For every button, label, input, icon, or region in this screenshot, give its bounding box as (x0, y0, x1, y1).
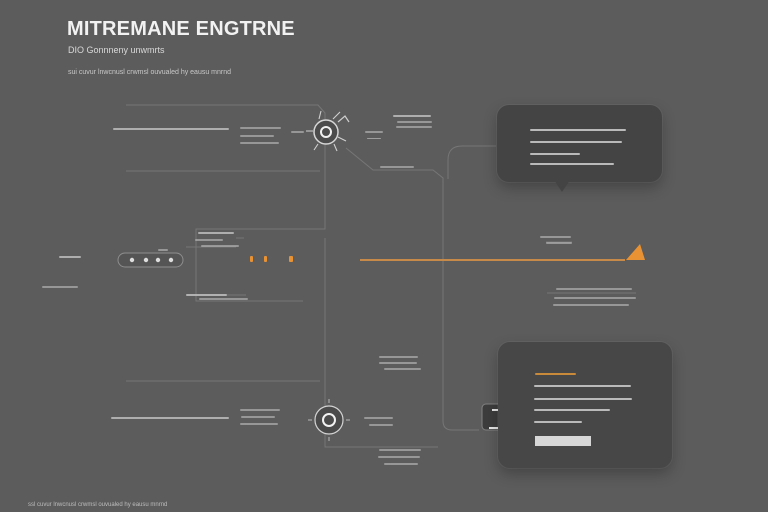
gear-node-inner (320, 126, 332, 138)
pill-node-dot-4 (168, 257, 174, 263)
page-footer: ssl cuvur lnwcnusl crwmsl ouvualed hy ea… (28, 502, 168, 508)
note-left-bottom-2 (240, 409, 280, 411)
note-right-lower-3 (553, 304, 629, 306)
note-center-bottom-1 (364, 417, 393, 419)
note-left-top-4 (240, 142, 279, 144)
ring-node-inner (322, 413, 336, 427)
gear-node-spokes (306, 110, 347, 152)
page-caption: sui cuvur lnwcnusl crwmsl ouvualed hy ea… (68, 69, 232, 76)
lower-panel-line-4 (534, 421, 582, 423)
left-upper-path (126, 104, 326, 302)
note-center-lower-2 (379, 362, 417, 364)
note-left-top-5 (291, 131, 304, 133)
gear-node-icon (306, 110, 350, 152)
note-center-top-3 (396, 126, 432, 128)
note-far-left-2 (42, 286, 78, 288)
note-left-bottom-3 (241, 416, 275, 418)
note-left-top-3 (240, 135, 274, 137)
ring-node-icon (308, 399, 350, 441)
note-lower-left-1 (186, 294, 227, 296)
note-left-bottom-4 (240, 423, 278, 425)
note-center-lower-1 (379, 356, 418, 358)
lower-panel-orange-line (535, 373, 576, 375)
note-left-top-1 (113, 128, 229, 130)
note-left-bottom-1 (111, 417, 229, 419)
note-center-top-5 (367, 138, 381, 139)
note-right-mid-1 (540, 236, 571, 238)
lower-panel-line-2 (534, 398, 632, 400)
upper-panel-feed (447, 145, 496, 179)
note-center-top-2 (397, 121, 432, 123)
page-title: MITREMANE ENGTRNE (67, 18, 295, 40)
pill-node-icon (117, 252, 184, 268)
center-right-path (345, 147, 479, 431)
note-center-lower-3 (384, 368, 421, 370)
center-lower-path (324, 238, 438, 448)
pill-node-dot-2 (143, 257, 149, 263)
accent-dot-a (250, 256, 253, 262)
arrow-head-icon (626, 244, 645, 260)
page-subtitle: DIO Gonnneny unwmrts (68, 45, 165, 55)
ring-node-ticks (308, 399, 350, 441)
lower-info-panel (498, 342, 672, 468)
note-center-top-6 (380, 166, 414, 168)
accent-dot-b (264, 256, 267, 262)
note-lower-left-2 (199, 298, 248, 300)
pill-node-dot-1 (129, 257, 135, 263)
note-center-bottom-2 (369, 424, 393, 426)
note-mid-left-3 (201, 245, 239, 247)
note-center-top-1 (393, 115, 431, 117)
main-accent-line (84, 244, 645, 262)
note-far-left-1 (59, 256, 81, 258)
upper-panel-line-4 (530, 163, 614, 165)
lower-panel-line-1 (534, 385, 631, 387)
note-mid-left-2 (195, 239, 223, 241)
gear-node-fin (337, 115, 350, 123)
ring-node-outer (314, 405, 344, 435)
accent-dot-c (289, 256, 293, 262)
upper-info-panel (497, 105, 662, 192)
lower-panel-bar (535, 436, 591, 446)
pill-node-body (117, 252, 184, 268)
note-mid-left-4 (158, 249, 168, 251)
note-right-lower-2 (554, 297, 636, 299)
note-left-top-2 (240, 127, 281, 129)
note-bottom-1 (379, 449, 421, 451)
upper-panel-line-1 (530, 129, 626, 131)
upper-panel-line-2 (530, 141, 622, 143)
pill-node-dot-3 (155, 257, 161, 263)
note-bottom-2 (378, 456, 420, 458)
connector-lines (126, 104, 636, 448)
upper-panel-line-3 (530, 153, 580, 155)
note-right-mid-2 (546, 242, 572, 244)
note-center-top-4 (365, 131, 383, 133)
gear-node-outer (313, 119, 339, 145)
lower-panel-line-3 (534, 409, 610, 411)
note-right-lower-1 (556, 288, 632, 290)
note-bottom-3 (384, 463, 418, 465)
note-mid-left-1 (198, 232, 234, 234)
